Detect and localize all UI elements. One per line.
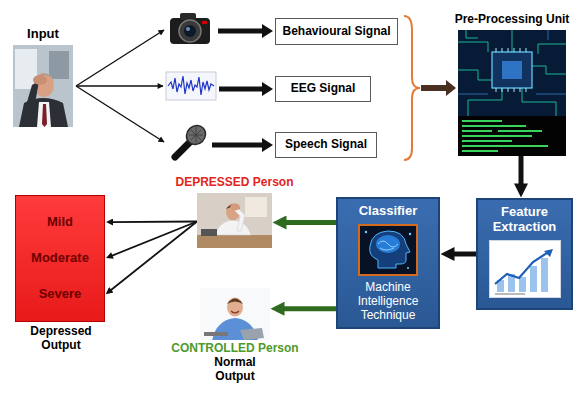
connector-arrow [278, 306, 337, 311]
severity-level: Severe [39, 287, 82, 302]
connector-arrow [110, 221, 198, 223]
picture [197, 193, 272, 248]
output-caption: Depressed Output [24, 325, 98, 353]
illustration [358, 224, 418, 276]
illustration-frame [358, 224, 418, 276]
connector-arrow [448, 252, 477, 257]
signal-box: Behavioural Signal [275, 18, 398, 45]
box-title: Feature Extraction [482, 205, 567, 235]
illustration [200, 288, 270, 340]
severity-level: Mild [47, 215, 73, 230]
heading: DEPRESSED Person [175, 176, 293, 190]
illustration [197, 193, 272, 248]
box-body: Machine Intelligence Technique [342, 281, 434, 322]
heading: Input [27, 27, 59, 42]
signal-label: Behavioural Signal [282, 25, 390, 39]
picture [200, 288, 270, 340]
connector-arrow [519, 156, 524, 191]
heading: Pre-Processing Unit [455, 13, 570, 27]
input-photo: Input [13, 45, 73, 127]
input-fan-lines [76, 30, 164, 142]
severity-level: Moderate [31, 251, 89, 266]
heading: CONTROLLED Person [171, 342, 298, 356]
box-title: Classifier [359, 204, 418, 219]
connector-arrow [109, 222, 197, 257]
process-box: ClassifierMachine Intelligence Technique [336, 197, 440, 329]
signal-arrows [212, 24, 273, 152]
signal-label: Speech Signal [285, 138, 367, 152]
person-photo: CONTROLLED PersonNormal Output [200, 288, 270, 340]
person-photo: DEPRESSED Person [197, 193, 272, 248]
signal-label: EEG Signal [291, 82, 356, 96]
preprocessing-unit: Pre-Processing Unit [458, 30, 566, 156]
grouping-brace [404, 16, 456, 160]
illustration [458, 30, 566, 156]
heading-group: Pre-Processing Unit [455, 13, 570, 27]
heading-group: DEPRESSED Person [175, 176, 293, 190]
heading-group: Input [27, 27, 59, 42]
caption-group: Depressed Output [24, 325, 98, 353]
caption-group: CONTROLLED PersonNormal Output [171, 342, 298, 383]
picture [458, 30, 566, 156]
picture [13, 45, 73, 127]
output-caption: Normal Output [203, 356, 267, 384]
illustration-frame [489, 240, 561, 298]
signal-box: EEG Signal [275, 76, 371, 102]
connector-arrow [280, 220, 337, 225]
illustration [489, 240, 561, 298]
output-box: MildModerateSevereDepressed Output [15, 195, 105, 322]
illustration [13, 45, 73, 127]
microphone-icon [175, 122, 209, 157]
signal-box: Speech Signal [275, 132, 377, 158]
eeg-wave-icon [166, 72, 216, 100]
connector-arrow [109, 222, 198, 293]
process-box: Feature Extraction [476, 198, 573, 310]
camera-icon [170, 13, 210, 44]
